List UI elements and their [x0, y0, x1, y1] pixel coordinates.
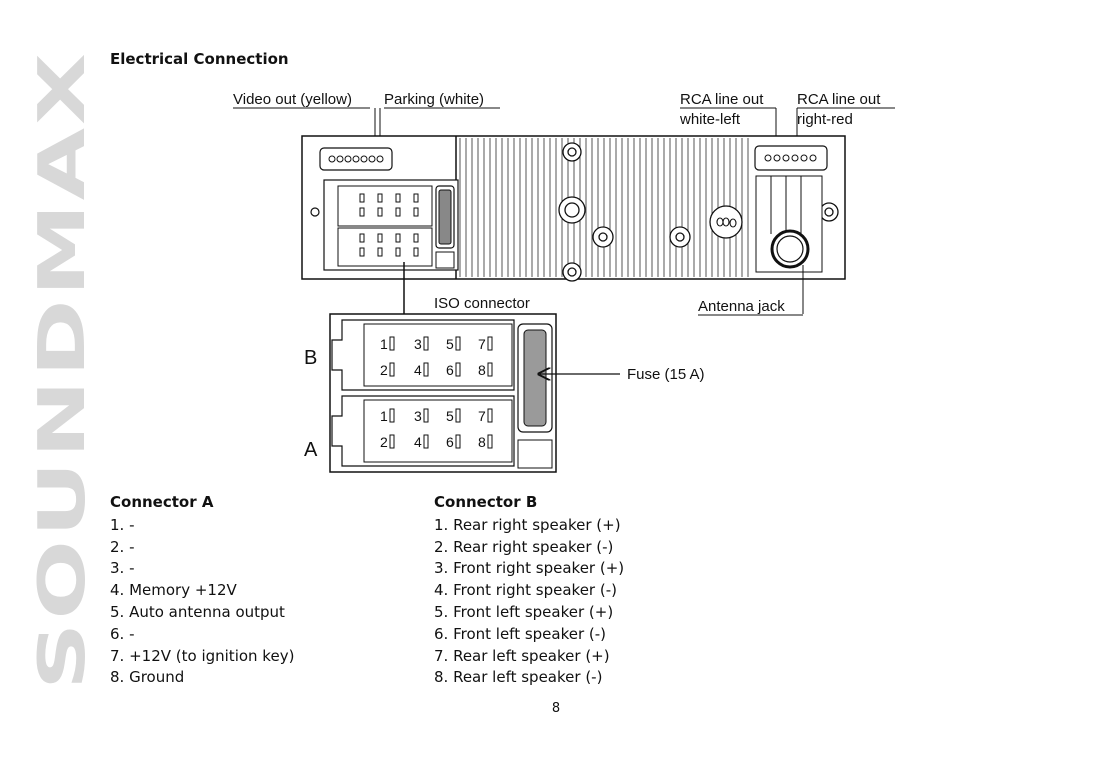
brand-watermark: SOUNDMAX: [26, 50, 100, 690]
connector-b-list: 1. Rear right speaker (+) 2. Rear right …: [434, 515, 624, 689]
list-item: 4. Memory +12V: [110, 581, 237, 600]
connector-a-title: Connector A: [110, 493, 214, 511]
label-rca-left-line1: RCA line out: [680, 91, 764, 108]
list-item: 6. -: [110, 624, 135, 643]
pin-a-6: 6: [446, 434, 454, 450]
wiring-diagram: Video out (yellow) Parking (white) RCA l…: [233, 91, 895, 473]
label-antenna-jack: Antenna jack: [698, 298, 785, 315]
head-unit-rear: [301, 135, 846, 282]
section-title: Electrical Connection: [110, 50, 289, 68]
pin-a-4: 4: [414, 434, 422, 450]
pin-b-8: 8: [478, 362, 486, 378]
pin-a-7: 7: [478, 408, 486, 424]
list-item: 5. Front left speaker (+): [434, 602, 614, 621]
list-item: 1. -: [110, 515, 135, 534]
label-block-a: A: [304, 439, 318, 461]
list-item: 3. Front right speaker (+): [434, 559, 625, 578]
pin-b-2: 2: [380, 362, 388, 378]
iso-connector: [329, 313, 557, 473]
pin-b-4: 4: [414, 362, 422, 378]
list-item: 4. Front right speaker (-): [434, 581, 617, 600]
list-item: 6. Front left speaker (-): [434, 624, 607, 643]
list-item: 7. Rear left speaker (+): [434, 646, 610, 665]
pin-b-3: 3: [414, 336, 422, 352]
label-fuse: Fuse (15 A): [627, 366, 705, 383]
list-item: 8. Ground: [110, 668, 185, 687]
pin-b-7: 7: [478, 336, 486, 352]
pin-b-5: 5: [446, 336, 454, 352]
list-item: 1. Rear right speaker (+): [434, 515, 621, 534]
label-block-b: B: [304, 347, 317, 369]
connector-a-section: Connector A 1. - 2. - 3. - 4. Memory +12…: [110, 492, 294, 689]
page-number: 8: [551, 701, 561, 716]
list-item: 5. Auto antenna output: [110, 602, 285, 621]
brand-text: SOUNDMAX: [26, 50, 100, 690]
list-item: 2. Rear right speaker (-): [434, 537, 614, 556]
pin-a-8: 8: [478, 434, 486, 450]
list-item: 2. -: [110, 537, 135, 556]
label-rca-left-line2: white-left: [679, 111, 741, 128]
connector-b-section: Connector B 1. Rear right speaker (+) 2.…: [434, 492, 624, 689]
label-rca-right-line1: RCA line out: [797, 91, 881, 108]
label-parking: Parking (white): [384, 91, 484, 108]
list-item: 3. -: [110, 559, 135, 578]
pin-b-1: 1: [380, 336, 388, 352]
label-iso-connector: ISO connector: [434, 295, 530, 312]
pin-a-2: 2: [380, 434, 388, 450]
pin-b-6: 6: [446, 362, 454, 378]
pin-a-1: 1: [380, 408, 388, 424]
pin-a-3: 3: [414, 408, 422, 424]
connector-b-title: Connector B: [434, 493, 538, 511]
pin-a-5: 5: [446, 408, 454, 424]
list-item: 8. Rear left speaker (-): [434, 668, 603, 687]
list-item: 7. +12V (to ignition key): [110, 646, 295, 665]
label-video-out: Video out (yellow): [233, 91, 352, 108]
connector-a-list: 1. - 2. - 3. - 4. Memory +12V 5. Auto an…: [110, 515, 294, 689]
label-rca-right-line2: right-red: [797, 111, 853, 128]
